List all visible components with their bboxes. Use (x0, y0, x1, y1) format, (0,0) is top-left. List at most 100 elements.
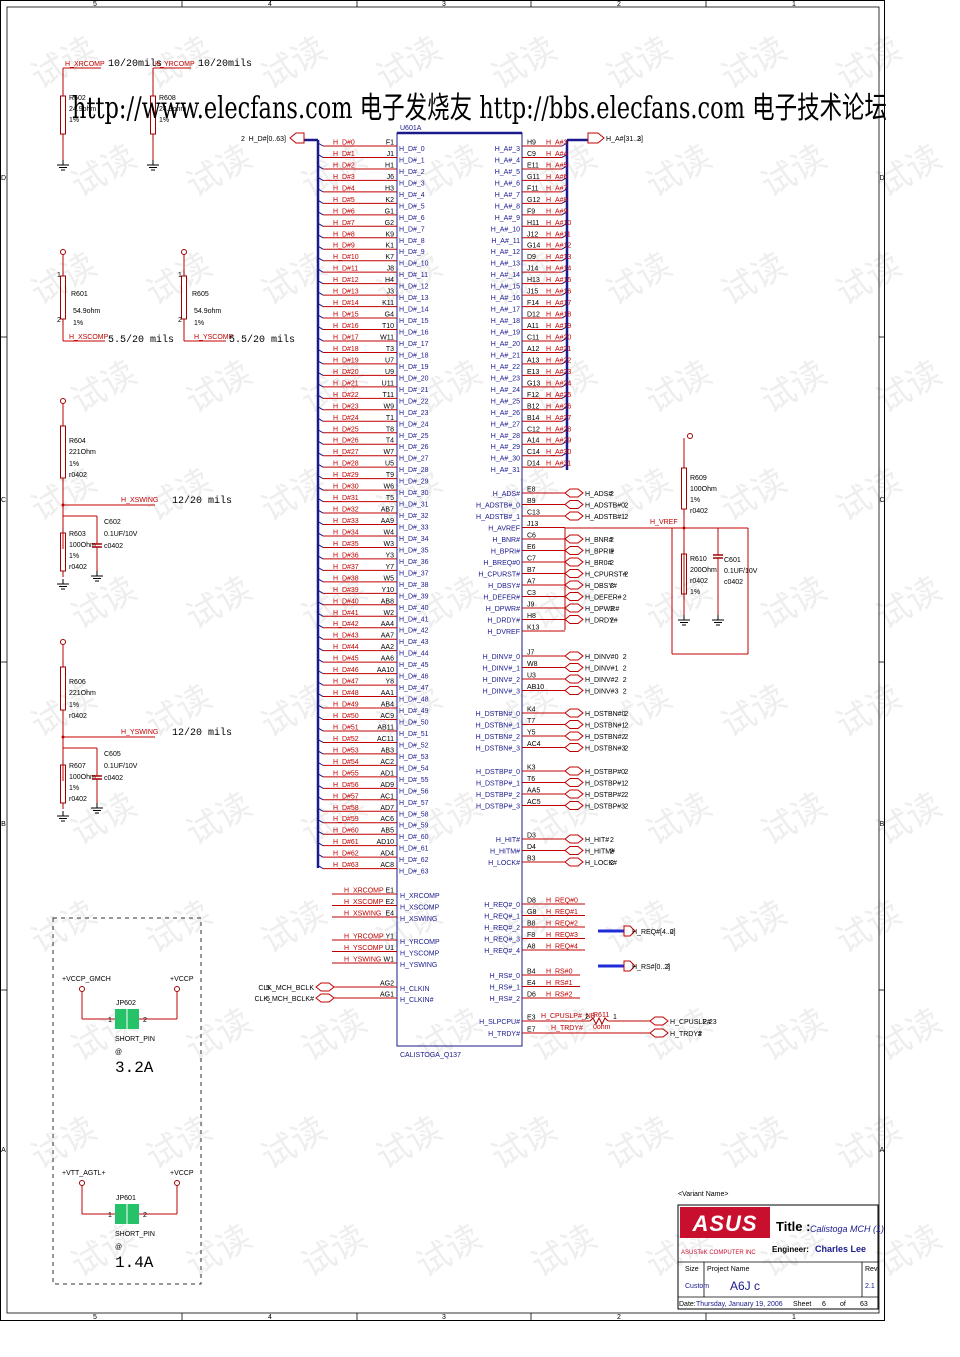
xswing-junction (61, 503, 65, 507)
bus-entry (317, 750, 324, 755)
rs-pin-number: B4 (527, 969, 536, 976)
bus-entry (561, 188, 568, 193)
bus-entry (317, 383, 324, 388)
data-pin-number: W9 (384, 403, 395, 410)
addr-bus-sheet: 2 (637, 136, 641, 143)
bus-entry (317, 452, 324, 457)
data-pin-number: AA2 (381, 644, 394, 651)
watermark-glyph: 试读 (600, 245, 679, 314)
data-net-label: H_D#57 (333, 793, 359, 800)
rs-net-label: H_RS#2 (546, 992, 573, 999)
data-pin-name: H_D#_19 (399, 364, 429, 371)
r611-pin1: 2 (585, 1014, 589, 1021)
data-pin-number: AD1 (380, 770, 394, 777)
zone-row-label: D (879, 175, 884, 182)
ctrl-sheet-ref: 2 (610, 560, 614, 567)
bus-entry (561, 234, 568, 239)
addr-pin-name: H_A#_20 (491, 341, 520, 348)
req-net-label: H_REQ#2 (546, 921, 578, 928)
data-net-label: H_D#1 (333, 151, 355, 158)
yrcomp-tolerance: 1% (159, 117, 169, 124)
xswing-cap-ref: C602 (104, 519, 121, 526)
data-pin-name: H_D#_48 (399, 697, 429, 704)
data-net-label: H_D#42 (333, 621, 359, 628)
data-bus-port (289, 132, 305, 144)
addr-net-label: H_A#21 (546, 346, 571, 353)
clk-pin-number: AG1 (380, 992, 394, 999)
engineer-name: Charles Lee (815, 1244, 866, 1254)
power-symbol (79, 1180, 85, 1186)
data-pin-number: K9 (385, 231, 394, 238)
addr-pin-name: H_A#_23 (491, 375, 520, 382)
yswing-r2-tolerance: 1% (69, 785, 79, 792)
ctrl-pin-name: H_HIT# (496, 837, 520, 844)
addr-pin-number: F14 (527, 300, 539, 307)
data-pin-name: H_D#_36 (399, 559, 429, 566)
xswing-net-label: H_XSWING (121, 497, 158, 504)
ctrl-sheet-ref: 2 (623, 595, 627, 602)
ctrl-port (564, 731, 584, 741)
data-pin-number: AB7 (381, 507, 394, 514)
r610-value: 200Ohm (690, 567, 717, 574)
yswing-r2-ref: R607 (69, 763, 86, 770)
ctrl-net-label: H_DSTBN#3 (585, 746, 626, 753)
watermark-glyph: 试读 (600, 29, 679, 98)
bus-entry (317, 796, 324, 801)
data-pin-number: H1 (385, 162, 394, 169)
data-pin-number: T8 (386, 426, 394, 433)
data-pin-name: H_D#_42 (399, 628, 429, 635)
ctrl-pin-number: C3 (527, 590, 536, 597)
comp-pin-number: U1 (385, 945, 394, 952)
ctrl-sheet-ref: 2 (624, 804, 628, 811)
ctrl-sheet-ref: 2 (624, 503, 628, 510)
ctrl-sheet-ref: 2 (623, 689, 627, 696)
xrcomp-resistor (60, 95, 66, 135)
addr-pin-name: H_A#_10 (491, 226, 520, 233)
ctrl-pin-name: H_DBSY# (488, 583, 520, 590)
data-net-label: H_D#54 (333, 759, 359, 766)
bus-entry (561, 326, 568, 330)
ctrl-port (564, 857, 584, 867)
zone-col-label: 5 (93, 1314, 97, 1321)
clk-sheet-ref: 5 (266, 985, 270, 992)
data-pin-number: T3 (386, 346, 394, 353)
data-pin-number: W11 (380, 334, 394, 341)
bus-entry (317, 865, 324, 870)
zone-row-label: C (1, 497, 6, 504)
ctrl-pin-number: Y5 (527, 730, 536, 737)
slpcpu-pin-name: H_SLPCPU# (479, 1019, 520, 1026)
ctrl-port (564, 511, 584, 521)
ctrl-net-label: H_DBSY# (585, 583, 617, 590)
bus-entry (317, 727, 324, 732)
ctrl-net-label: H_DINV#3 (585, 689, 619, 696)
yrcomp-value: 24.9ohm (159, 106, 186, 113)
data-net-label: H_D#29 (333, 472, 359, 479)
clk-net-label: CLK_MCH_BCLK# (254, 996, 314, 1003)
addr-pin-name: H_A#_14 (491, 272, 520, 279)
addr-pin-number: D14 (527, 461, 540, 468)
yswing-r1-value: 221Ohm (69, 690, 96, 697)
ctrl-pin-name: H_BPRI# (491, 549, 520, 556)
bus-entry (317, 670, 324, 675)
watermark-glyph: 试读 (370, 29, 449, 98)
data-net-label: H_D#13 (333, 289, 359, 296)
ctrl-pin-name: H_DVREF (487, 629, 520, 636)
data-net-label: H_D#53 (333, 747, 359, 754)
watermark-glyph: 试读 (180, 137, 259, 206)
xswing-r2-package: r0402 (69, 564, 87, 571)
rs-bus-sheet: 2 (666, 964, 670, 971)
data-net-label: H_D#63 (333, 862, 359, 869)
watermark-glyph: 试读 (870, 137, 949, 206)
addr-pin-number: F11 (527, 185, 539, 192)
zone-row-label: B (880, 821, 885, 828)
ctrl-net-label: H_ADSTB#1 (585, 514, 625, 521)
data-pin-number: T10 (382, 323, 394, 330)
watermark-glyph: 试读 (140, 1109, 219, 1178)
ctrl-net-label: H_DSTBP#0 (585, 769, 625, 776)
watermark-glyph: 试读 (180, 1217, 259, 1286)
watermark-glyph: 试读 (755, 353, 834, 422)
watermark-glyph: 试读 (525, 1217, 604, 1286)
bus-entry (317, 314, 324, 319)
